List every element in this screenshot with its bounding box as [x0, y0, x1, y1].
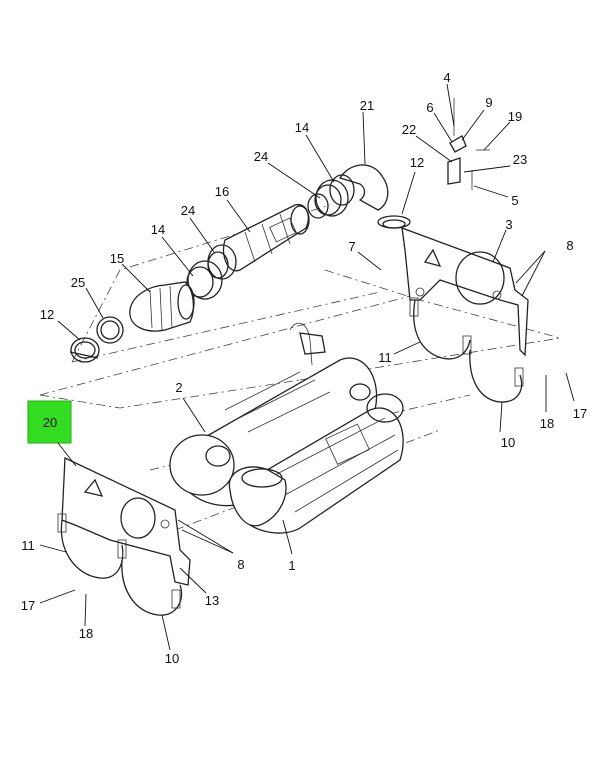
- callout-18-lower: 18: [79, 626, 93, 641]
- callout-23: 23: [513, 152, 527, 167]
- highlight-box-20: [27, 400, 72, 444]
- callout-8-upper: 8: [566, 238, 573, 253]
- callout-8-lower: 8: [237, 557, 244, 572]
- callout-22: 22: [402, 122, 416, 137]
- callout-16: 16: [215, 184, 229, 199]
- callout-11-lower: 11: [21, 538, 35, 553]
- callout-17-lower: 17: [21, 598, 35, 613]
- callout-21: 21: [360, 98, 374, 113]
- callout-6: 6: [426, 100, 433, 115]
- callout-1: 1: [288, 558, 295, 573]
- callout-4: 4: [443, 70, 450, 85]
- callout-labels: 1 2 3 4 5 6 7 8 8 9 10 10 11 11 12 12 13…: [21, 70, 587, 666]
- canister-2: [169, 322, 378, 507]
- callout-11-upper: 11: [378, 350, 392, 365]
- callout-12-upper: 12: [410, 155, 424, 170]
- callout-13: 13: [205, 593, 219, 608]
- callout-9: 9: [485, 95, 492, 110]
- callout-3: 3: [505, 217, 512, 232]
- callout-17-upper: 17: [573, 406, 587, 421]
- callout-12-lower: 12: [40, 307, 54, 322]
- leader-lines: [39, 83, 575, 651]
- upper-bracket-3: [401, 227, 529, 357]
- lower-clamps: [57, 513, 183, 616]
- canister-1: [228, 393, 404, 534]
- callout-10-lower: 10: [165, 651, 179, 666]
- callout-18-upper: 18: [540, 416, 554, 431]
- callout-2: 2: [175, 380, 182, 395]
- callout-5: 5: [511, 193, 518, 208]
- callout-24-upper: 24: [254, 149, 268, 164]
- callout-19: 19: [508, 109, 522, 124]
- callout-7: 7: [348, 239, 355, 254]
- callout-15: 15: [110, 251, 124, 266]
- top-hardware: [447, 98, 490, 190]
- lower-bracket-20: [61, 456, 191, 586]
- callout-20: 20: [43, 415, 57, 430]
- callout-25: 25: [71, 275, 85, 290]
- upper-clamps: [409, 297, 524, 403]
- upper-exhaust-pipes: [69, 164, 411, 363]
- callout-14-lower: 14: [151, 222, 165, 237]
- callout-14-upper: 14: [295, 120, 309, 135]
- callout-24-lower: 24: [181, 203, 195, 218]
- callout-10-upper: 10: [501, 435, 515, 450]
